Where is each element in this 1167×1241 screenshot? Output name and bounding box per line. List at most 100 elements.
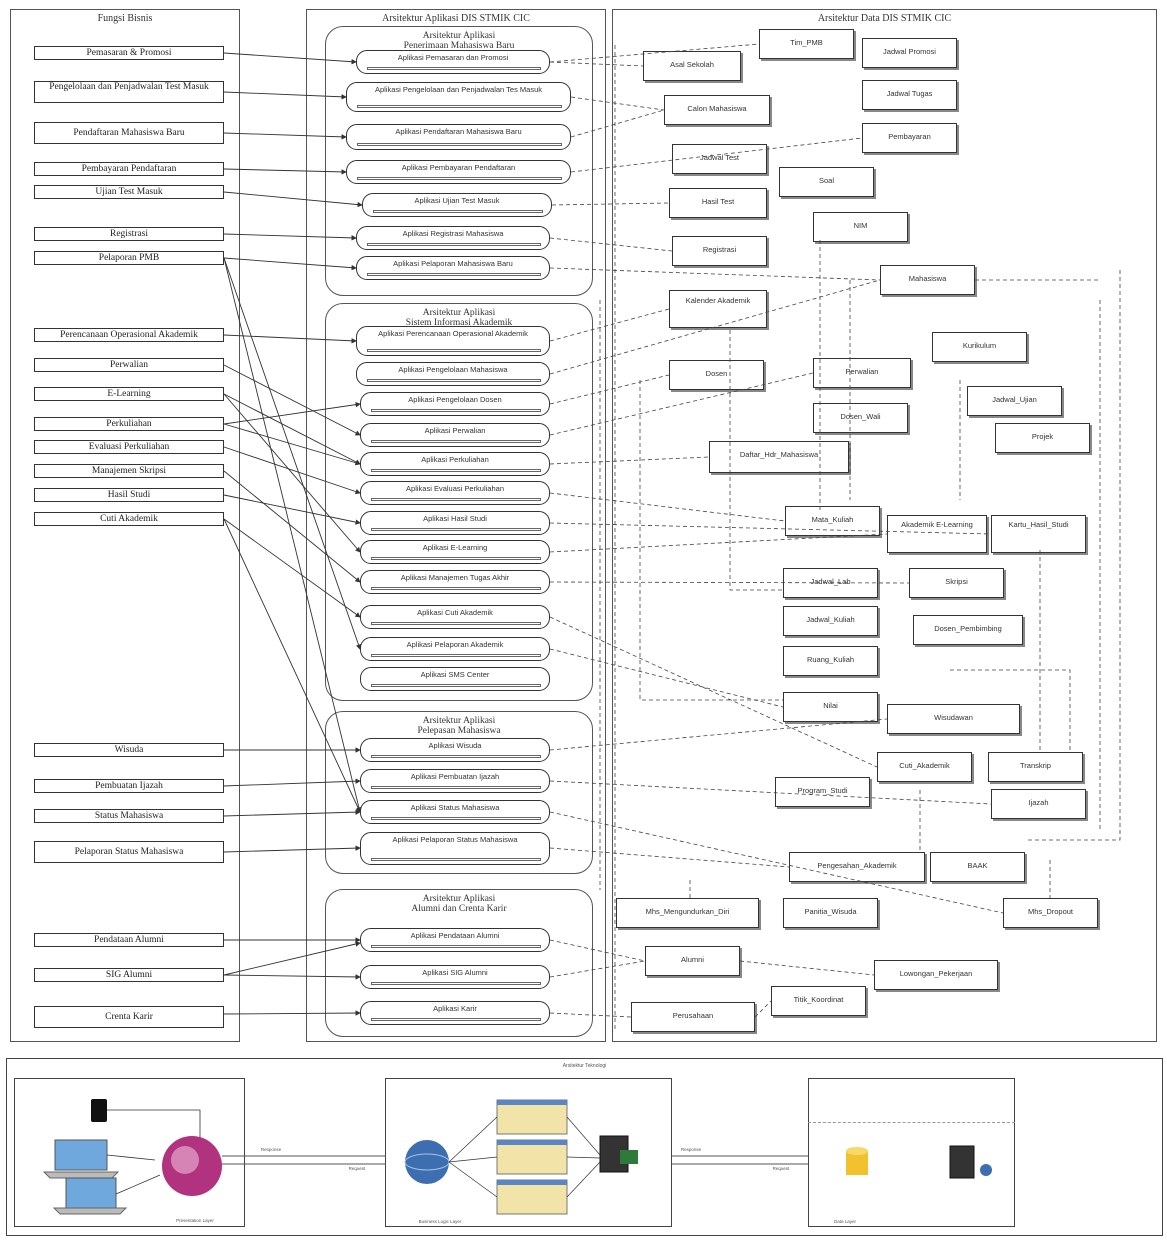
application-label: Aplikasi Pendataan Alumni (410, 931, 500, 940)
business-function: Pelaporan Status Mahasiswa (34, 841, 224, 863)
business-function: Hasil Studi (34, 488, 224, 502)
application-box: Aplikasi SIG Alumni (360, 965, 550, 989)
data-entity: Perwalian (813, 358, 911, 388)
data-layer-label: Data Layer (833, 1219, 856, 1224)
application-label: Aplikasi Cuti Akademik (417, 608, 493, 617)
application-label: Aplikasi Pemasaran dan Promosi (397, 53, 509, 62)
application-label: Aplikasi Evaluasi Perkuliahan (406, 484, 504, 493)
application-bar (371, 786, 541, 789)
application-box: Aplikasi Karir (360, 1001, 550, 1025)
business-function: Perwalian (34, 358, 224, 372)
data-entity: Mhs_Mengundurkan_Diri (616, 898, 759, 928)
application-box: Aplikasi Pendataan Alumni (360, 928, 550, 952)
application-label: Aplikasi Pendaftaran Mahasiswa Baru (395, 127, 522, 136)
data-entity: Dosen_Pembimbing (913, 615, 1023, 645)
application-box: Aplikasi Pelaporan Akademik (360, 637, 550, 661)
data-entity: Pembayaran (862, 123, 957, 153)
presentation-layer-label: Presentation Layer (176, 1218, 214, 1223)
database-server-icon (949, 1145, 975, 1179)
application-bar (371, 1018, 541, 1021)
data-layer-divider (808, 1122, 1015, 1123)
application-bar (371, 498, 541, 501)
application-bar (371, 440, 541, 443)
data-entity: Mata_Kuliah (785, 506, 880, 536)
data-entity: Alumni (645, 946, 740, 976)
application-bar (357, 143, 562, 146)
data-entity: Dosen (669, 360, 764, 390)
technology-title: Arsitektur Teknologi (562, 1063, 607, 1069)
application-box: Aplikasi Pengelolaan dan Penjadwalan Tes… (346, 82, 571, 112)
application-label: Aplikasi Perwalian (424, 426, 486, 435)
business-function: Wisuda (34, 743, 224, 757)
data-entity: Registrasi (672, 236, 767, 266)
business-logic-layer-label: Business Logic Layer (418, 1219, 462, 1224)
application-label: Aplikasi Hasil Studi (423, 514, 487, 523)
application-bar (371, 587, 541, 590)
application-label: Aplikasi Karir (433, 1004, 477, 1013)
application-window-icon (496, 1179, 568, 1215)
business-function: Registrasi (34, 227, 224, 241)
application-label: Aplikasi Pembayaran Pendaftaran (401, 163, 516, 172)
application-bar (367, 243, 541, 246)
data-entity: BAAK (930, 852, 1025, 882)
business-function: Ujian Test Masuk (34, 185, 224, 199)
application-label: Aplikasi Manajemen Tugas Akhir (400, 573, 510, 582)
data-entity: Jadwal Promosi (862, 38, 957, 68)
application-bar (367, 67, 541, 70)
business-functions-title: Fungsi Bisnis (97, 13, 153, 24)
data-entity: Projek (995, 423, 1090, 453)
application-label: Aplikasi Pelaporan Mahasiswa Baru (393, 259, 513, 268)
data-architecture-title: Arsitektur Data DIS STMIK CIC (817, 13, 952, 24)
application-bar (357, 105, 562, 108)
connector-lines (223, 43, 1121, 1030)
application-window-icon (496, 1099, 568, 1135)
application-window-icon (496, 1139, 568, 1175)
application-box: Aplikasi Manajemen Tugas Akhir (360, 570, 550, 594)
data-entity: Dosen_Wali (813, 403, 908, 433)
data-entity: Jadwal Test (672, 144, 767, 174)
business-function: Perkuliahan (34, 417, 224, 431)
application-label: Aplikasi Pelaporan Status Mahasiswa (392, 835, 518, 844)
business-function: Pelaporan PMB (34, 251, 224, 265)
application-label: Aplikasi SMS Center (420, 670, 490, 679)
globe-icon (405, 1140, 449, 1184)
application-bar (357, 177, 562, 180)
application-architecture-title: Arsitektur Aplikasi DIS STMIK CIC (382, 13, 530, 24)
database-icon (846, 1147, 868, 1175)
application-box: Aplikasi Pemasaran dan Promosi (356, 50, 550, 74)
application-bar (371, 528, 541, 531)
business-function: Pengelolaan dan Penjadwalan Test Masuk (34, 81, 224, 103)
application-label: Aplikasi Pembuatan Ijazah (410, 772, 500, 781)
data-entity: Cuti_Akademik (877, 752, 972, 782)
application-bar (371, 945, 541, 948)
application-bar (371, 622, 541, 625)
data-entity: Jadwal_Kuliah (783, 606, 878, 636)
data-entity: Kartu_Hasil_Studi (991, 515, 1086, 553)
data-entity: Wisudawan (887, 704, 1020, 734)
data-entity: Ijazah (991, 789, 1086, 819)
application-bar (371, 755, 541, 758)
application-bar (371, 557, 541, 560)
application-bar (371, 469, 541, 472)
data-entity: Perusahaan (631, 1002, 755, 1032)
tablet-icon (91, 1099, 107, 1122)
application-box: Aplikasi Perencanaan Operasional Akademi… (356, 326, 550, 356)
application-label: Aplikasi SIG Alumni (422, 968, 488, 977)
business-function: SIG Alumni (34, 968, 224, 982)
business-function: Perencanaan Operasional Akademik (34, 328, 224, 342)
application-box: Aplikasi Hasil Studi (360, 511, 550, 535)
application-box: Aplikasi Cuti Akademik (360, 605, 550, 629)
app-group-title: Arsitektur Aplikasi Penerimaan Mahasiswa… (403, 31, 515, 51)
business-function: Pendaftaran Mahasiswa Baru (34, 122, 224, 144)
data-entity: NIM (813, 212, 908, 242)
laptop-icon (42, 1139, 120, 1179)
data-entity: Program_Studi (775, 777, 870, 807)
application-bar (371, 982, 541, 985)
data-entity: Calon Mahasiswa (664, 95, 770, 125)
application-box: Aplikasi SMS Center (360, 667, 550, 691)
data-entity: Jadwal Tugas (862, 80, 957, 110)
application-label: Aplikasi Pengelolaan Dosen (408, 395, 502, 404)
data-layer-box (808, 1078, 1015, 1227)
data-entity: Akademik E-Learning (887, 515, 987, 553)
business-function: Pembuatan Ijazah (34, 779, 224, 793)
